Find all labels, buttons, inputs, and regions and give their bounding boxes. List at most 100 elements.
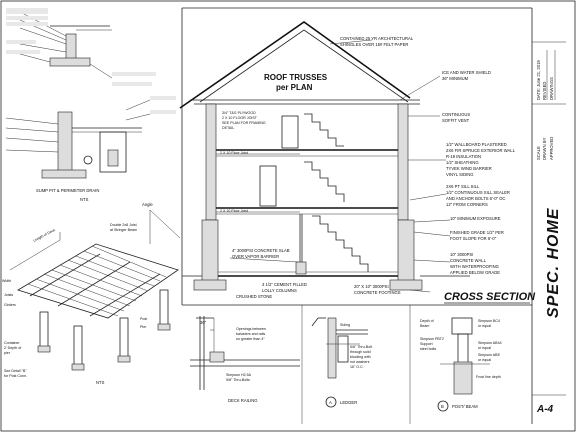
grade-2: FOOT SLOPE FOR 6'-0" <box>450 236 497 241</box>
roof-trusses-label: ROOF TRUSSES <box>264 73 328 82</box>
framing-container: Container <box>4 341 20 345</box>
column-1: 3 1/2" CEMENT FILLED <box>262 282 307 287</box>
column-2: LOLLY COLUMNS <box>262 288 297 293</box>
deck-railing-detail: 36" Openings between balusters and rails… <box>190 316 300 403</box>
framing-scale: NTS <box>96 380 105 385</box>
slab-2: OVER VAPOR BARRIER <box>232 254 279 259</box>
floor-joist-lower: 2 X 10 Floor Joist <box>220 209 248 213</box>
framing-length: Length of Deck <box>33 228 56 243</box>
post-abe: Simpson ABE <box>478 353 501 357</box>
ledger-siding: Siding <box>340 323 350 327</box>
post-pbt: Simpson PBT2 <box>420 337 444 341</box>
callout-joist: 2 X 10 FLOOR JOIST <box>222 116 258 120</box>
ledger-letter-circle <box>325 396 337 408</box>
cross-section: CONTAINED 25 YR ARCHITECTURAL SHINGLES O… <box>179 21 536 304</box>
wall-callout-3: R-19 INSULATION <box>446 154 481 159</box>
sump-title: SUMP PIT & PERIMETER DRAIN <box>36 188 99 193</box>
sheet-number: A-4 <box>536 404 554 415</box>
wall-callout-1: 1/2" WALLBOARD PLASTERED <box>446 142 507 147</box>
callout-shingles-2: SHINGLES OVER 15# FELT PAPER <box>340 42 408 47</box>
ledger-title: LEDGER <box>340 400 357 405</box>
ledger-solid: through solid <box>350 350 371 354</box>
foundation-1: 10" 3000PSI <box>450 252 473 257</box>
slab-1: 4" 3000PSI CONCRETE SLAB <box>232 248 290 253</box>
framing-post-conn: for Post Conn. <box>4 374 27 378</box>
post-support: Support <box>420 342 433 346</box>
deck-railing-title: DECK RAILING <box>228 398 258 403</box>
framing-post: Post <box>140 317 147 321</box>
ledger-detail: Siding 5/8" Thru-Bolt through solid bloc… <box>311 317 372 408</box>
foundation-4: APPLIED BELOW GRADE <box>450 270 500 275</box>
ledger-bolt: 5/8" Thru-Bolt <box>350 345 372 349</box>
railing-openings: Openings between <box>236 327 266 331</box>
framing-pier: Pier <box>140 325 147 329</box>
crushed-stone: CRUSHED STONE <box>236 294 272 299</box>
railing-balusters: balusters and rails <box>236 332 265 336</box>
sill-3: AND ANCHOR BOLTS 6'-0" OC <box>446 196 505 201</box>
callout-plywood: 3/4" T&G PLYWOOD <box>222 111 256 115</box>
title-block: DATE: June 21, 2019 REVISED DRAWINGS SCA… <box>532 41 566 415</box>
roof-trusses-plan: per PLAN <box>276 83 313 92</box>
post-bc4: Simpson BC4 <box>478 319 500 323</box>
ice-shield-1: ICE AND WATER SHIELD <box>442 70 491 75</box>
railing-simpson: Simpson H2.5A <box>226 373 252 377</box>
post-ab44-equal: or equal <box>478 346 491 350</box>
post-beam-label: Beam <box>420 324 429 328</box>
sill-1: 2X6 PT SILL SILL <box>446 184 480 189</box>
framing-angle: Angle <box>142 202 153 207</box>
ledger-letter: A <box>329 400 332 405</box>
soffit-vent-1: CONTINUOUS <box>442 112 470 117</box>
cross-section-title: CROSS SECTION <box>444 291 536 303</box>
post-steel: steel bolts <box>420 347 436 351</box>
exposure: 10" MINIMUM EXPOSURE <box>450 216 501 221</box>
deck-framing-detail: Angle Length of Deck Double 2x8 Joist at… <box>2 202 181 385</box>
foundation-3: WITH WATERPROOFING <box>450 264 499 269</box>
wall-callout-5: TYVEK WIND BARRIER <box>446 166 492 171</box>
post-frost: Frost line depth <box>476 375 501 379</box>
foundation-2: CONCRETE WALL <box>450 258 487 263</box>
wall-callout-6: VINYL SIDING <box>446 172 474 177</box>
title-drawn-by: DRAWN BY <box>542 137 547 160</box>
framing-joists: Joists <box>4 293 13 297</box>
railing-no-greater: no greater than 4" <box>236 337 265 341</box>
post-beam-title: POST/ BEAM <box>452 404 478 409</box>
post-depth: Depth of <box>420 319 434 323</box>
post-abe-equal: or equal <box>478 358 491 362</box>
wall-callout-4: 1/2" SHEATHING <box>446 160 479 165</box>
project-title: SPEC. HOME <box>545 207 562 318</box>
ledger-washers: nut washers <box>350 360 370 364</box>
title-approved: APPROVED <box>549 137 554 160</box>
post-letter: B <box>441 404 444 409</box>
title-date: DATE: June 21, 2019 <box>536 60 541 100</box>
sump-pit-detail: SUMP PIT & PERIMETER DRAIN NTS <box>5 96 176 202</box>
post-ab44: Simpson AB44 <box>478 341 502 345</box>
framing-see-detail: See Detail "B" <box>4 369 27 373</box>
sill-2: 1/2" CONTINUOUS SILL SEALER <box>446 190 510 195</box>
title-scale: SCALE <box>536 146 541 160</box>
wall-callout-2: 2X6 FIR SPRUCE EXTERIOR WALL <box>446 148 516 153</box>
railing-36: 36" <box>200 320 207 325</box>
title-revised: REVISED <box>542 82 547 100</box>
callout-detail: DETAIL <box>222 126 234 130</box>
sump-scale: NTS <box>80 197 89 202</box>
floor-joist-upper: 2 X 10 Floor Joist <box>220 151 248 155</box>
grade-1: FINISHED GRADE 1/2" PER <box>450 230 504 235</box>
callout-see-plan: SEE PLAN FOR FRAMING <box>222 121 266 125</box>
post-bc4-equal: or equal <box>478 324 491 328</box>
railing-bolts: 5/8" Thru-Bolts <box>226 378 250 382</box>
framing-pier-label: pier <box>4 351 11 355</box>
post-beam-detail: Depth of Beam Simpson BC4 or equal Simps… <box>420 317 502 412</box>
post-letter-circle <box>437 400 449 412</box>
framing-width: Width <box>2 279 11 283</box>
framing-girders: Girders <box>4 303 16 307</box>
footing-1: 20" X 10" 3000PSI <box>354 284 389 289</box>
ice-shield-2: 36" MINIMUM <box>442 76 469 81</box>
framing-stringer: at Stringer Beam <box>110 228 137 232</box>
ledger-oc: 16" O.C. <box>350 365 364 369</box>
footing-2: CONCRETE FOOTINGS <box>354 290 401 295</box>
soffit-vent-2: SOFFIT VENT <box>442 118 470 123</box>
framing-depth: 2' Depth of <box>4 346 21 350</box>
